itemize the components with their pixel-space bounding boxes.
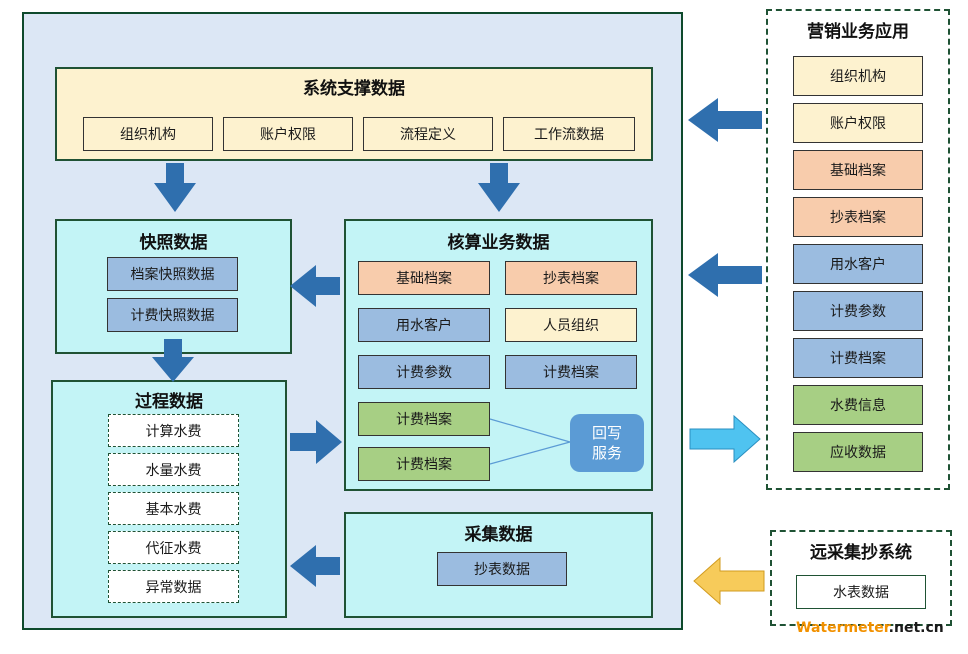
collect-item-meter-data: 抄表数据 xyxy=(437,552,567,586)
accounting-title: 核算业务数据 xyxy=(447,233,550,253)
marketing-item-receivables: 应收数据 xyxy=(793,432,923,472)
arrow-left-from-marketing-top xyxy=(688,98,762,142)
snapshot-item-archive: 档案快照数据 xyxy=(107,257,238,291)
writeback-service-line1: 回写 xyxy=(591,424,622,442)
marketing-item-base-archive: 基础档案 xyxy=(793,150,923,190)
remote-reading-title: 远采集抄系统 xyxy=(810,543,912,563)
process-item-abnormal: 异常数据 xyxy=(108,570,239,603)
process-title: 过程数据 xyxy=(135,392,203,412)
system-item-org: 组织机构 xyxy=(83,117,213,151)
marketing-item-meter-archive: 抄表档案 xyxy=(793,197,923,237)
accounting-item-base-archive: 基础档案 xyxy=(358,261,490,295)
arrow-down-to-process xyxy=(152,339,194,382)
system-item-permissions: 账户权限 xyxy=(223,117,353,151)
accounting-item-customer: 用水客户 xyxy=(358,308,490,342)
accounting-item-billing-params: 计费参数 xyxy=(358,355,490,389)
watermark-brand: Watermeter xyxy=(796,620,889,636)
process-item-levy-fee: 代征水费 xyxy=(108,531,239,564)
snapshot-item-billing: 计费快照数据 xyxy=(107,298,238,332)
marketing-item-org: 组织机构 xyxy=(793,56,923,96)
snapshot-title: 快照数据 xyxy=(139,233,208,253)
process-item-calc-fee: 计算水费 xyxy=(108,414,239,447)
accounting-item-staff-org: 人员组织 xyxy=(505,308,637,342)
marketing-item-customer: 用水客户 xyxy=(793,244,923,284)
accounting-item-billing-archive: 计费档案 xyxy=(505,355,637,389)
collect-title: 采集数据 xyxy=(464,525,533,545)
arrow-left-to-snapshot xyxy=(290,265,340,307)
arrow-down-to-snapshot xyxy=(154,163,196,212)
marketing-item-billing-params: 计费参数 xyxy=(793,291,923,331)
process-item-base-fee: 基本水费 xyxy=(108,492,239,525)
accounting-item-billing-archive-green-2: 计费档案 xyxy=(358,447,490,481)
writeback-service-line2: 服务 xyxy=(591,444,622,462)
arrow-down-to-accounting xyxy=(478,163,520,212)
system-item-workflow: 工作流数据 xyxy=(503,117,635,151)
marketing-item-water-fee-info: 水费信息 xyxy=(793,385,923,425)
system-item-process-def: 流程定义 xyxy=(363,117,493,151)
writeback-service: 回写 服务 xyxy=(570,414,644,472)
system-support-title: 系统支撑数据 xyxy=(303,79,405,99)
watermark-domain: .net.cn xyxy=(888,620,944,636)
arrow-left-from-marketing-middle xyxy=(688,253,762,297)
arrow-left-to-process-from-collect xyxy=(290,545,340,587)
marketing-title: 营销业务应用 xyxy=(807,22,909,42)
accounting-item-billing-archive-green-1: 计费档案 xyxy=(358,402,490,436)
arrow-right-to-accounting xyxy=(290,420,342,464)
marketing-item-permissions: 账户权限 xyxy=(793,103,923,143)
accounting-item-meter-archive: 抄表档案 xyxy=(505,261,637,295)
process-item-volume-fee: 水量水费 xyxy=(108,453,239,486)
watermark: Watermeter.net.cn xyxy=(796,620,944,642)
remote-item-meter-data: 水表数据 xyxy=(796,575,926,609)
arrow-left-from-remote xyxy=(693,556,765,606)
marketing-item-billing-archive: 计费档案 xyxy=(793,338,923,378)
arrow-right-to-marketing xyxy=(689,414,761,464)
